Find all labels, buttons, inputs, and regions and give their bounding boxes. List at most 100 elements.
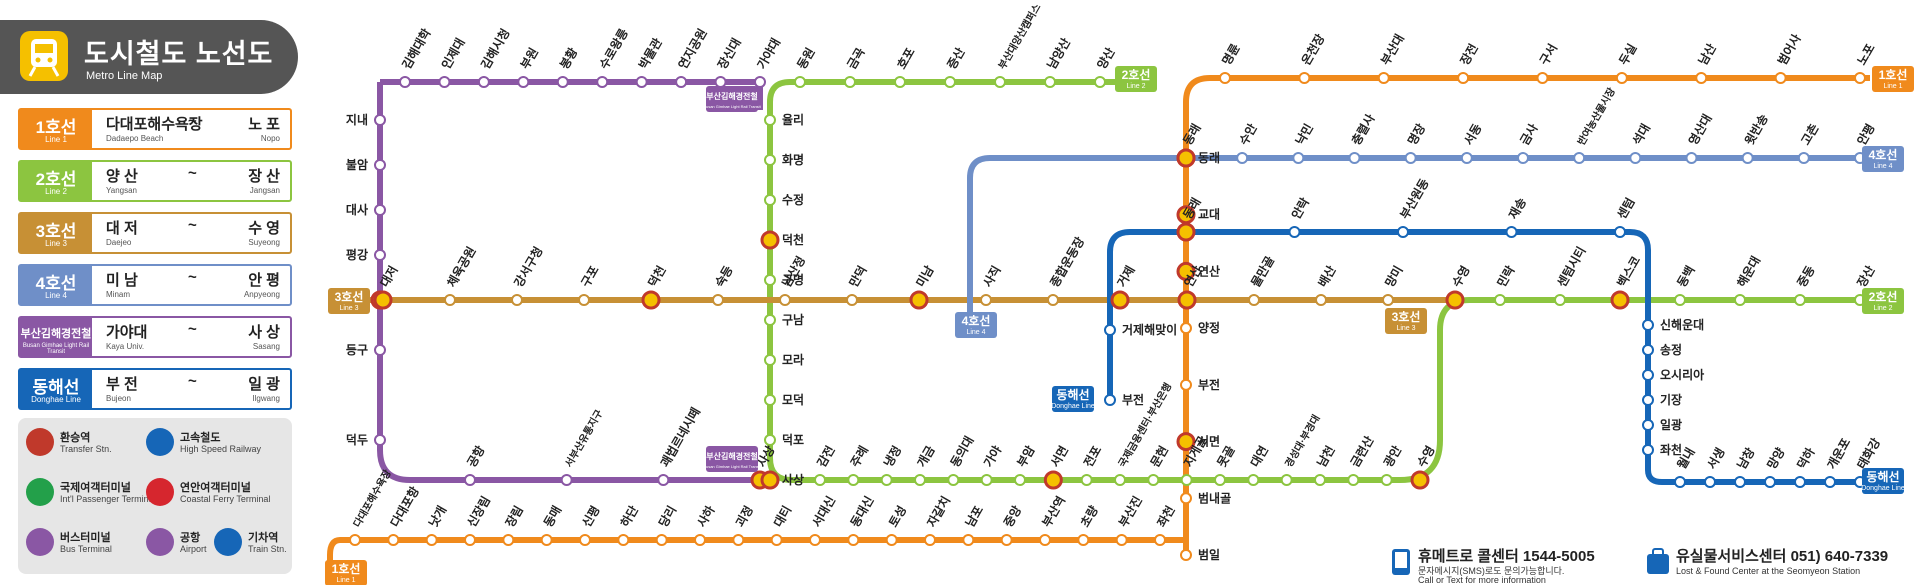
- page-title: 도시철도 노선도: [84, 39, 274, 69]
- station-marker: [880, 474, 893, 486]
- station-marker: [1348, 152, 1361, 164]
- station-marker: [1397, 226, 1409, 238]
- line-tag-box: [706, 86, 758, 112]
- station-marker: [980, 294, 992, 306]
- station-marker: [1039, 534, 1051, 546]
- line-tag-label-en: Line 2: [1126, 83, 1145, 90]
- legend-from-en: Daejeo: [106, 238, 132, 247]
- line-tag-box: [1052, 386, 1094, 412]
- legend-from-en: Dadaepo Beach: [106, 134, 164, 143]
- station-marker: [962, 534, 975, 546]
- station-label: 범일: [1198, 547, 1220, 562]
- transfer-station-marker: [1110, 290, 1130, 310]
- legend-from-en: Yangsan: [106, 186, 137, 195]
- station-label: 동원: [794, 45, 817, 71]
- station-label: 불암: [346, 158, 368, 172]
- line-tag-label-en: Line 3: [339, 305, 358, 312]
- lost-found-icon: [1647, 548, 1669, 574]
- station-label: 호포: [894, 45, 917, 71]
- station-label: 센텀시티: [1554, 244, 1589, 290]
- station-label: 구포: [578, 263, 601, 289]
- station-label: 물만골: [1248, 253, 1278, 289]
- line-tag-label-en: Line 3: [1396, 325, 1415, 332]
- station-label: 대연: [1247, 443, 1271, 470]
- station-label: 종합운동장: [1047, 234, 1088, 289]
- station-label: 수로왕릉: [596, 26, 631, 72]
- legend-line-name: 1호선: [35, 118, 77, 137]
- ferry-icon: [146, 478, 174, 506]
- line-tag-label: 2호선: [1869, 289, 1898, 304]
- station-label: 장신대: [714, 35, 744, 71]
- station-label: 동래: [1198, 150, 1220, 165]
- station-marker: [694, 534, 706, 546]
- station-label: 기장: [1660, 392, 1682, 407]
- station-label: 노포: [1854, 41, 1877, 67]
- station-label: 안락: [1288, 195, 1312, 222]
- station-marker: [944, 76, 956, 88]
- symbol-label: 고속철도: [180, 432, 221, 444]
- station-label: 동매: [540, 503, 564, 530]
- station-label: 냉정: [880, 443, 904, 470]
- line4-route: [967, 155, 1860, 318]
- line-tag-label: 동해선: [1866, 469, 1899, 484]
- station-marker: [847, 474, 860, 486]
- line-tag-label-en: Donghae Line: [1051, 403, 1095, 410]
- legend-line-name: 2호선: [35, 170, 77, 189]
- line-tag-box: [1862, 468, 1904, 494]
- station-marker: [502, 534, 515, 546]
- line-bgl-route: [376, 79, 763, 483]
- station-label: 공항: [464, 443, 488, 470]
- station-marker: [1824, 476, 1836, 488]
- station-label: 거제: [1114, 263, 1138, 290]
- line-tag-box: [706, 446, 758, 472]
- station-label: 양산: [1094, 45, 1118, 72]
- line-tag-box: [1872, 66, 1914, 92]
- station-label: 남천: [1314, 443, 1338, 470]
- legend-to: 장 산: [248, 168, 280, 185]
- station-label: 강서구청: [511, 244, 546, 290]
- station-marker: [1704, 476, 1716, 488]
- line-tag-label: 부산김해경전철: [706, 91, 758, 101]
- station-marker: [477, 76, 490, 88]
- station-marker: [438, 76, 451, 88]
- transfer-station-marker: [760, 230, 780, 250]
- station-marker: [374, 434, 386, 446]
- station-label: 고촌: [1797, 121, 1821, 148]
- symbol-label-en: Airport: [180, 544, 207, 554]
- station-marker: [387, 534, 400, 546]
- station-label: 체육공원: [444, 244, 479, 290]
- station-label: 만덕: [846, 263, 870, 290]
- station-marker: [374, 249, 386, 261]
- station-label: 율리: [782, 112, 804, 127]
- metro-train-icon: [28, 39, 60, 77]
- legend-line-name: 동해선: [32, 378, 80, 397]
- station-label: 명륜: [1219, 41, 1243, 68]
- bus-icon: [26, 528, 54, 556]
- station-label: 일광: [1660, 417, 1682, 432]
- legend-tilde: ~: [188, 321, 197, 338]
- station-label: 등구: [346, 343, 368, 357]
- legend-to: 안 평: [248, 272, 280, 289]
- station-label: 태화강: [1854, 435, 1884, 471]
- legend-to-en: Suyeong: [248, 238, 280, 247]
- station-marker: [1314, 474, 1326, 486]
- station-marker: [1180, 492, 1192, 505]
- station-label: 서면: [1047, 443, 1071, 470]
- station-label: 남양산: [1044, 35, 1074, 71]
- station-label: 남산: [1695, 41, 1719, 68]
- station-label: 명장: [1405, 121, 1428, 147]
- station-marker: [754, 76, 766, 88]
- station-marker: [1536, 72, 1549, 84]
- station-label: 괴정: [732, 503, 756, 530]
- legend-line-name-en: Line 1: [45, 135, 67, 144]
- legend-to: 사 상: [248, 324, 280, 341]
- station-label: 자갈치: [924, 493, 954, 529]
- station-label: 개운포: [1824, 435, 1854, 471]
- station-marker: [1794, 476, 1806, 488]
- station-marker: [425, 534, 438, 546]
- station-label: 대티: [770, 503, 794, 530]
